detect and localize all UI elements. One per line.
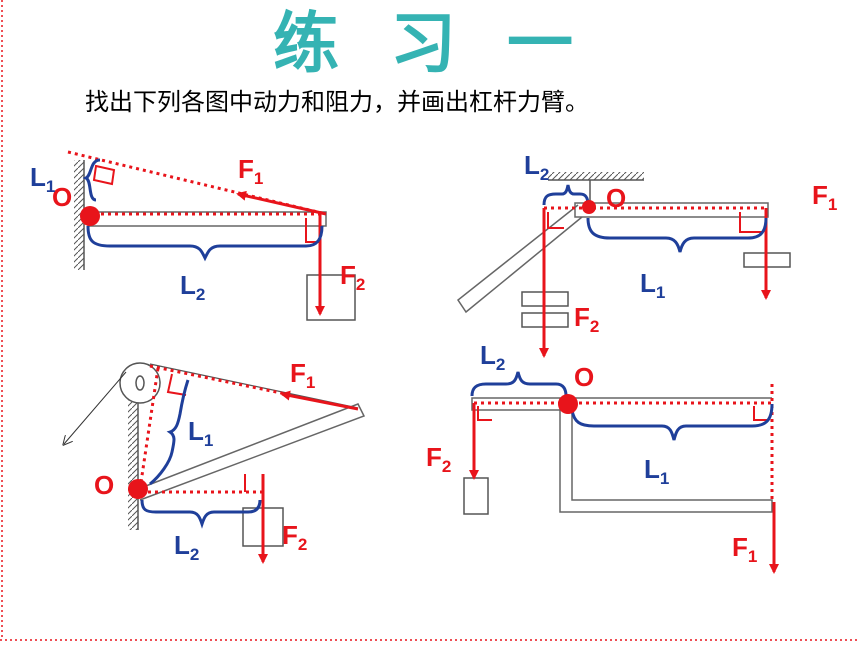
fulcrum-label: O [52,182,72,212]
wall [74,160,84,270]
force1-line-of-action [67,150,327,216]
svg-text:L2: L2 [524,150,549,184]
force2-subscript: 2 [298,535,307,554]
arm2-subscript: 2 [196,285,205,304]
arm2-subscript: 2 [540,165,549,184]
lever-frame [471,397,773,513]
diagram-4: O L2 L1 F2 F1 [426,340,779,574]
force1-subscript: 1 [254,169,263,188]
arm1-label: L [30,162,46,192]
svg-text:L1: L1 [30,162,55,196]
pulley [119,362,161,404]
fulcrum-label: O [94,470,114,500]
arm2-label: L [524,150,540,180]
weight-block [306,274,356,321]
svg-text:F1: F1 [812,180,837,214]
arm1-subscript: 1 [204,431,213,450]
diagram-2: O L2 L1 F1 F2 [456,150,837,358]
force1-label: F [238,154,254,184]
force1-line-of-action [149,364,287,396]
right-angle-mark [739,212,762,233]
arm1-label: L [640,268,656,298]
fulcrum-point [128,479,148,499]
arm1-brace [586,217,768,253]
slide-subtitle: 找出下列各图中动力和阻力，并画出杠杆力臂。 [85,88,589,116]
force2-subscript: 2 [590,317,599,336]
force1-label: F [732,532,748,562]
arm1-brace [82,158,101,202]
arm1-label: L [188,416,204,446]
right-angle-mark [753,406,768,421]
arm1-brace [570,403,774,441]
lever-bar [574,202,769,218]
force1-subscript: 1 [748,547,757,566]
arm1-subscript: 1 [656,283,665,302]
svg-text:L1: L1 [644,454,669,488]
arm2-subscript: 2 [496,355,505,374]
svg-text:L2: L2 [480,340,505,374]
force1-arrow [236,190,327,216]
svg-text:L2: L2 [174,530,199,564]
svg-text:F2: F2 [340,260,365,294]
svg-text:F2: F2 [426,442,451,476]
arm1-label: L [644,454,660,484]
svg-text:L2: L2 [180,270,205,304]
svg-text:F1: F1 [238,154,263,188]
svg-text:F2: F2 [282,520,307,554]
arm2-label: L [180,270,196,300]
fulcrum-point [80,206,100,226]
arm2-brace [542,184,590,206]
force2-label: F [340,260,356,290]
slide-title: 练 习 一 [273,5,587,82]
fulcrum-point [558,394,578,414]
svg-text:L1: L1 [640,268,665,302]
fulcrum-label: O [606,183,626,213]
arm2-subscript: 2 [190,545,199,564]
svg-text:F2: F2 [574,302,599,336]
arm2-brace [140,499,262,529]
arm1-subscript: 1 [660,469,669,488]
arm2-label: L [174,530,190,560]
force1-arrow [280,390,359,411]
wall [128,390,138,530]
svg-text:L1: L1 [188,416,213,450]
arm2-brace [470,371,568,397]
diagram-3: O L1 L2 F1 F2 [64,358,366,564]
right-angle-mark [547,212,564,229]
inclined-arm [456,204,583,314]
weight-block [463,477,489,515]
ceiling [548,172,644,180]
right-angle-mark [166,373,187,396]
force1-label: F [290,358,306,388]
right-angle-mark [477,406,492,421]
lever-bar [137,403,366,501]
fulcrum-point [582,200,596,214]
svg-text:F1: F1 [290,358,315,392]
arm2-brace [86,225,324,262]
force1-subscript: 1 [828,195,837,214]
diagram-1: O L1 L2 F1 F2 [30,150,365,321]
rope [64,371,127,444]
svg-text:F1: F1 [732,532,757,566]
right-angle-mark [92,164,116,186]
force2-subscript: 2 [442,457,451,476]
force1-label: F [812,180,828,210]
force2-subscript: 2 [356,275,365,294]
fulcrum-label: O [574,362,594,392]
arm2-label: L [480,340,496,370]
force2-label: F [282,520,298,550]
arm1-brace [149,379,190,486]
pulley-axle [135,375,145,391]
force2-label: F [426,442,442,472]
arm1-subscript: 1 [46,177,55,196]
force1-subscript: 1 [306,373,315,392]
force2-label: F [574,302,590,332]
